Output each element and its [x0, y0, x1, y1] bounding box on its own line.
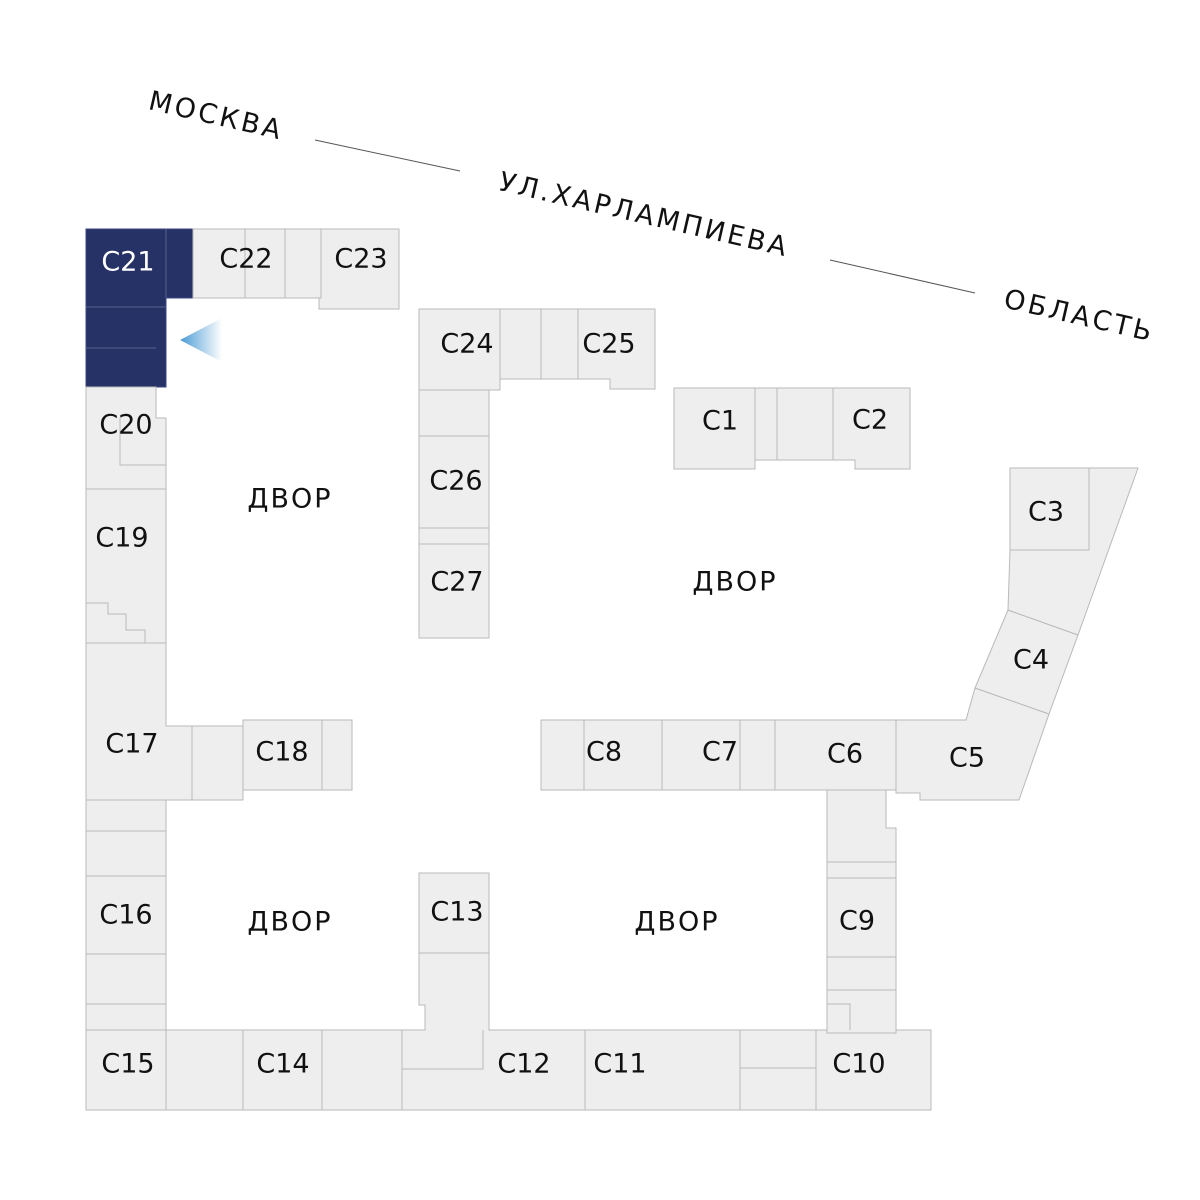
section-label-c23: С23 [334, 244, 387, 275]
section-c3[interactable]: С3 [1007, 467, 1139, 636]
section-c23[interactable]: С23 [318, 228, 400, 310]
street-label-kharlampieva: УЛ.ХАРЛАМПИЕВА [496, 166, 793, 263]
section-label-c13: С13 [430, 897, 483, 928]
section-label-c10: С10 [832, 1049, 885, 1080]
section-label-c2: С2 [852, 405, 888, 436]
section-c8[interactable]: С8 [540, 719, 663, 791]
courtyard-label-3: ДВОР [247, 907, 332, 938]
section-c14[interactable]: С14 [242, 1029, 403, 1111]
section-c5[interactable]: С5 [895, 687, 1050, 801]
section-c7[interactable]: С7 [661, 719, 776, 791]
viewpoint-marker-icon [180, 318, 222, 362]
courtyard-label-1: ДВОР [247, 484, 332, 515]
section-label-c19: С19 [95, 523, 148, 554]
section-c19[interactable]: С19 [85, 488, 167, 644]
section-c20[interactable]: С20 [85, 386, 167, 490]
section-label-c3: С3 [1028, 497, 1064, 528]
section-label-c16: С16 [99, 900, 152, 931]
section-c27[interactable]: С27 [418, 543, 490, 639]
street-label-oblast: ОБЛАСТЬ [1001, 284, 1157, 349]
section-c2[interactable]: С2 [776, 387, 911, 470]
section-c24[interactable]: С24 [418, 308, 542, 391]
section-c16[interactable]: С16 [85, 799, 167, 1031]
street-label-moscow: МОСКВА [146, 85, 287, 146]
section-c25[interactable]: С25 [540, 308, 656, 390]
section-label-c17: С17 [105, 729, 158, 760]
street-line-2 [829, 259, 976, 294]
section-c9[interactable]: С9 [826, 789, 897, 1034]
section-label-c22: С22 [219, 244, 272, 275]
section-c12[interactable]: С12 [401, 952, 586, 1111]
section-label-c15: С15 [101, 1049, 154, 1080]
courtyard-label-2: ДВОР [692, 567, 777, 598]
section-c15[interactable]: С15 [85, 1029, 244, 1111]
section-label-c11: С11 [593, 1049, 646, 1080]
courtyard-label-4: ДВОР [634, 907, 719, 938]
section-label-c12: С12 [497, 1049, 550, 1080]
section-label-c14: С14 [256, 1049, 309, 1080]
section-c18[interactable]: С18 [242, 719, 353, 791]
section-label-c9: С9 [839, 906, 875, 937]
section-c4[interactable]: С4 [974, 609, 1079, 715]
section-c10[interactable]: С10 [815, 1029, 932, 1111]
section-c22[interactable]: С22 [192, 228, 322, 299]
section-c6[interactable]: С6 [774, 719, 897, 791]
section-label-c24: С24 [440, 329, 493, 360]
section-label-c21: С21 [101, 247, 154, 278]
section-c17[interactable]: С17 [85, 642, 244, 801]
section-c13[interactable]: С13 [418, 872, 490, 954]
section-c21[interactable]: С21 [85, 228, 194, 388]
section-label-c4: С4 [1013, 645, 1049, 676]
section-label-c18: С18 [255, 737, 308, 768]
section-label-c27: С27 [430, 567, 483, 598]
street-line-1 [314, 139, 461, 172]
section-c26[interactable]: С26 [418, 389, 490, 545]
section-label-c20: С20 [99, 410, 152, 441]
section-label-c8: С8 [586, 737, 622, 768]
section-label-c25: С25 [582, 329, 635, 360]
section-label-c26: С26 [429, 466, 482, 497]
section-c11[interactable]: С11 [584, 1029, 817, 1111]
section-label-c1: С1 [702, 406, 738, 437]
section-c1[interactable]: С1 [673, 387, 778, 470]
section-label-c7: С7 [702, 737, 738, 768]
section-label-c6: С6 [827, 739, 863, 770]
section-label-c5: С5 [949, 743, 985, 774]
